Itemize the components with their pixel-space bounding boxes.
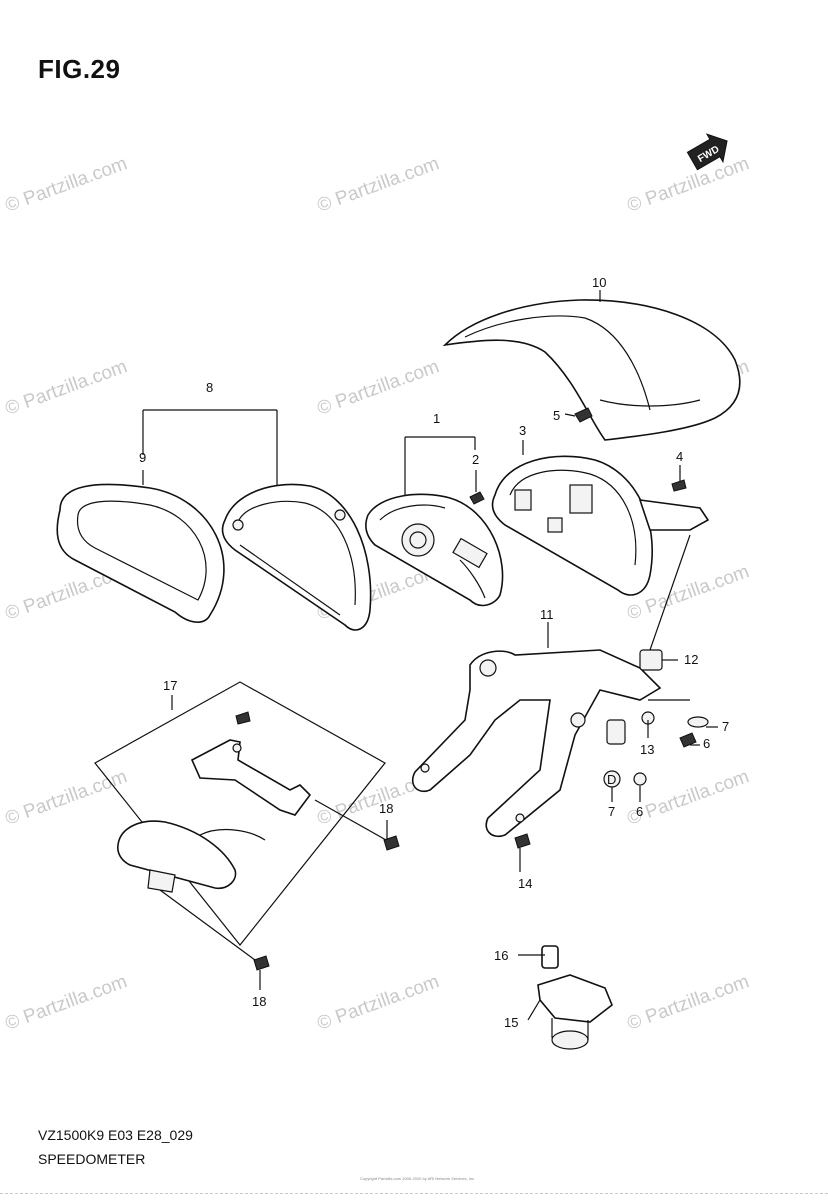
callout-15: 15: [504, 1015, 518, 1030]
leader-lines: [142, 290, 718, 1021]
callout-18a: 18: [379, 801, 393, 816]
callout-7b: 7: [608, 804, 615, 819]
callout-14: 14: [518, 876, 532, 891]
watermark: © Partzilla.com: [315, 356, 442, 420]
callout-9: 9: [139, 450, 146, 465]
meter-assembly: [365, 493, 504, 607]
callout-5: 5: [553, 408, 560, 423]
callout-6a: 6: [703, 736, 710, 751]
callout-2: 2: [472, 452, 479, 467]
meter-case-back: [491, 455, 710, 596]
forward-arrow-icon: FWD: [686, 133, 728, 171]
callout-3: 3: [519, 423, 526, 438]
watermark: © Partzilla.com: [3, 153, 130, 217]
callout-18b: 18: [252, 994, 266, 1009]
callout-11: 11: [540, 607, 554, 622]
copyright-notice: Copyright Partzilla.com 2006-2020 by ARI…: [360, 1176, 476, 1181]
callout-8: 8: [206, 380, 213, 395]
speed-sensor: [537, 945, 613, 1050]
callout-13: 13: [640, 742, 654, 757]
callout-12: 12: [684, 652, 698, 667]
meter-case-front: [221, 483, 372, 631]
figure-name: SPEEDOMETER: [38, 1151, 146, 1167]
meter-lens-ring: [56, 483, 225, 623]
callout-16: 16: [494, 948, 508, 963]
watermark: © Partzilla.com: [625, 153, 752, 217]
callout-10: 10: [592, 275, 606, 290]
license-light-group: [94, 681, 400, 971]
hardware-screws: D: [469, 407, 709, 849]
figure-title: FIG.29: [38, 54, 121, 84]
diamond-marker-label: D: [607, 772, 616, 787]
bottom-divider: [0, 1193, 828, 1194]
callout-4: 4: [676, 449, 683, 464]
callout-1: 1: [433, 411, 440, 426]
figure-code: VZ1500K9 E03 E28_029: [38, 1127, 193, 1143]
watermark: © Partzilla.com: [3, 766, 130, 830]
callout-6b: 6: [636, 804, 643, 819]
meter-visor: [442, 299, 741, 441]
watermark: © Partzilla.com: [3, 971, 130, 1035]
watermark: © Partzilla.com: [315, 153, 442, 217]
callouts: 1 2 3 4 5 6 6 7 7 8 9 10 11 12 13 14 15 …: [139, 275, 729, 1030]
watermark: © Partzilla.com: [315, 971, 442, 1035]
watermarks: © Partzilla.com © Partzilla.com © Partzi…: [3, 153, 752, 1035]
callout-17: 17: [163, 678, 177, 693]
meter-bracket: [411, 649, 662, 837]
watermark: © Partzilla.com: [3, 356, 130, 420]
watermark: © Partzilla.com: [625, 971, 752, 1035]
callout-7a: 7: [722, 719, 729, 734]
